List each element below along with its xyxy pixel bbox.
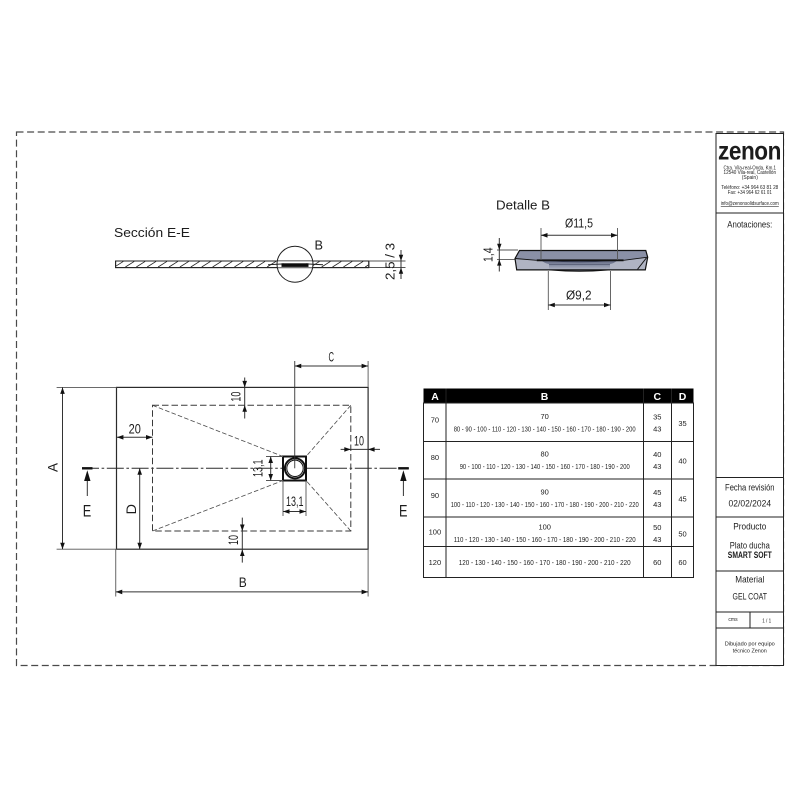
svg-text:info@zenonsolidsurface.com: info@zenonsolidsurface.com: [721, 201, 779, 207]
svg-text:C: C: [329, 349, 335, 364]
svg-text:Teléfono: +34 964 63 81 28: Teléfono: +34 964 63 81 28: [721, 185, 778, 191]
svg-text:E: E: [399, 502, 408, 521]
svg-text:E: E: [83, 502, 92, 521]
svg-text:13,1: 13,1: [251, 460, 266, 478]
svg-text:Plato ducha: Plato ducha: [730, 541, 770, 551]
svg-text:90 - 100 - 110 - 120 - 130 - 1: 90 - 100 - 110 - 120 - 130 - 140 - 150 -…: [460, 464, 630, 471]
svg-text:A: A: [431, 391, 439, 403]
svg-text:(Spain): (Spain): [742, 175, 758, 181]
svg-text:Detalle B: Detalle B: [496, 198, 550, 213]
svg-text:zenon: zenon: [718, 135, 781, 165]
svg-text:100: 100: [429, 528, 442, 537]
svg-text:45: 45: [678, 494, 686, 503]
svg-text:50: 50: [653, 523, 661, 532]
svg-text:80: 80: [431, 453, 439, 462]
svg-text:43: 43: [653, 500, 661, 509]
svg-text:20: 20: [129, 421, 141, 436]
svg-text:2,5 / 3: 2,5 / 3: [383, 243, 398, 280]
svg-text:C: C: [654, 391, 662, 403]
svg-text:Ø11,5: Ø11,5: [565, 216, 593, 231]
svg-text:110 - 120 - 130 - 140 - 150 -: 110 - 120 - 130 - 140 - 150 - 160 - 170 …: [454, 537, 636, 544]
svg-text:10: 10: [226, 535, 241, 545]
svg-text:10: 10: [229, 392, 244, 402]
svg-text:100 - 110 - 120 - 130 - 140 -: 100 - 110 - 120 - 130 - 140 - 150 - 160 …: [451, 502, 639, 509]
svg-text:B: B: [315, 237, 324, 252]
svg-text:80: 80: [541, 450, 549, 459]
svg-text:Ctra. Vila-real-Onda, Km.1: Ctra. Vila-real-Onda, Km.1: [724, 166, 777, 172]
svg-text:120: 120: [429, 558, 442, 567]
svg-text:35: 35: [653, 413, 661, 422]
svg-text:70: 70: [541, 412, 549, 421]
svg-text:70: 70: [431, 415, 439, 424]
svg-text:1,4: 1,4: [481, 248, 496, 263]
svg-text:B: B: [541, 391, 549, 403]
svg-text:12540 Vila-real, Castellón: 12540 Vila-real, Castellón: [724, 170, 777, 176]
svg-text:1 / 1: 1 / 1: [762, 619, 771, 625]
svg-text:60: 60: [678, 558, 686, 567]
svg-text:50: 50: [678, 530, 686, 539]
svg-text:GEL COAT: GEL COAT: [733, 592, 768, 602]
svg-text:Ø9,2: Ø9,2: [566, 288, 592, 303]
svg-text:100: 100: [538, 522, 551, 531]
svg-text:35: 35: [678, 419, 686, 428]
svg-text:técnico Zenon: técnico Zenon: [733, 649, 767, 655]
svg-text:10: 10: [354, 434, 364, 449]
svg-text:80 - 90 - 100 - 110 - 120 - 13: 80 - 90 - 100 - 110 - 120 - 130 - 140 - …: [454, 427, 636, 434]
svg-text:D: D: [679, 391, 687, 403]
svg-text:Fecha revisión: Fecha revisión: [725, 483, 775, 493]
svg-text:Producto: Producto: [733, 521, 766, 531]
svg-text:45: 45: [653, 488, 661, 497]
svg-text:Dibujado por equipo: Dibujado por equipo: [725, 642, 775, 648]
svg-text:13,1: 13,1: [286, 494, 304, 509]
svg-text:40: 40: [678, 457, 686, 466]
svg-text:43: 43: [653, 462, 661, 471]
svg-text:Sección E-E: Sección E-E: [114, 225, 190, 240]
svg-text:cms: cms: [728, 617, 738, 623]
svg-text:Material: Material: [735, 574, 764, 585]
svg-text:43: 43: [653, 535, 661, 544]
svg-text:02/02/2024: 02/02/2024: [729, 498, 772, 508]
svg-text:90: 90: [541, 487, 549, 496]
svg-text:40: 40: [653, 450, 661, 459]
svg-text:Fax: +34 964 62 61 01: Fax: +34 964 62 61 01: [728, 190, 772, 196]
svg-text:120 - 130 - 140 - 150 - 160 -: 120 - 130 - 140 - 150 - 160 - 170 - 180 …: [459, 560, 631, 567]
svg-text:SMART SOFT: SMART SOFT: [728, 550, 772, 561]
svg-text:A: A: [46, 463, 61, 472]
svg-text:90: 90: [431, 491, 439, 500]
svg-text:43: 43: [653, 425, 661, 434]
svg-text:B: B: [239, 575, 247, 590]
svg-text:60: 60: [653, 558, 661, 567]
svg-text:Anotaciones:: Anotaciones:: [727, 219, 772, 229]
svg-text:D: D: [124, 504, 139, 515]
